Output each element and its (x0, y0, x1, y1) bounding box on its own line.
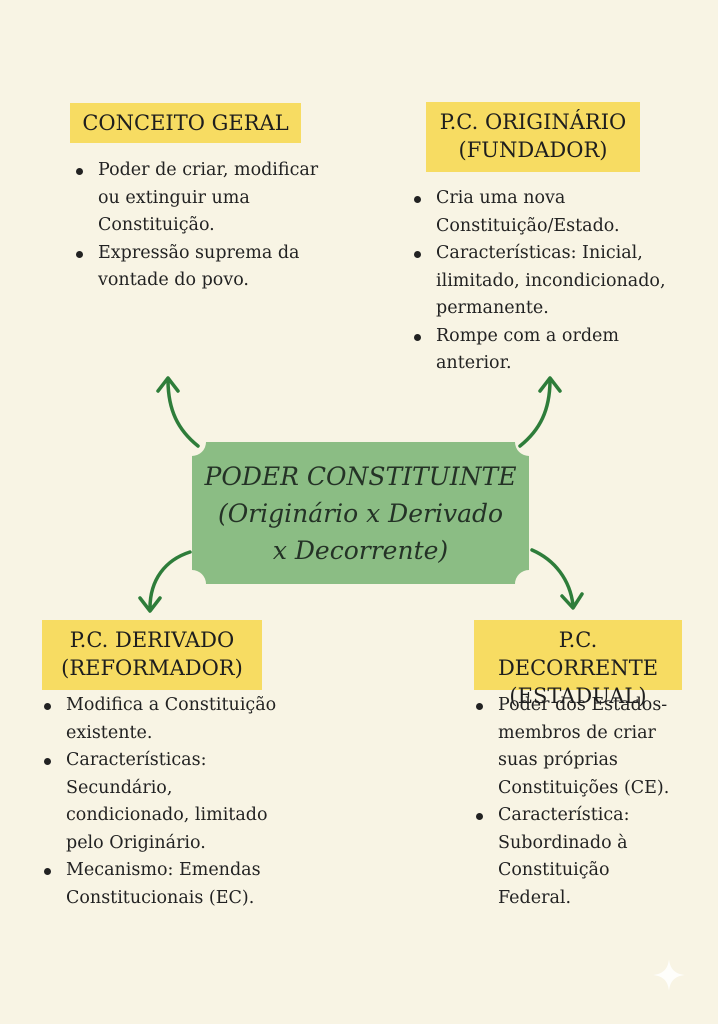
list-item: Características: Inicial, ilimitado, inc… (412, 240, 682, 323)
arrow-head-conceito-geral (156, 376, 180, 393)
decorrente-title-line1: P.C. DECORRENTE (497, 628, 659, 680)
central-concept-shape (192, 442, 529, 584)
list-item: Poder dos Estados-membros de criar suas … (474, 692, 674, 802)
arrow-to-conceito-geral (166, 378, 200, 448)
derivado-title-line2: (REFORMADOR) (61, 656, 243, 680)
central-concept: PODER CONSTITUINTE (Originário x Derivad… (192, 442, 529, 584)
central-line-2: (Originário x Derivado (217, 499, 504, 528)
list-item: Mecanismo: Emendas Constitucionais (EC). (42, 857, 287, 912)
list-item: Rompe com a ordem anterior. (412, 323, 682, 378)
arrow-to-derivado (148, 550, 192, 610)
derivado-list: Modifica a Constituição existente. Carac… (42, 692, 287, 912)
list-item: Expressão suprema da vontade do povo. (74, 240, 324, 295)
originario-title-line2: (FUNDADOR) (458, 138, 608, 162)
decorrente-title-line2: (ESTADUAL) (509, 684, 647, 708)
originario-title: P.C. ORIGINÁRIO (FUNDADOR) (426, 102, 640, 172)
originario-list: Cria uma nova Constituição/Estado. Carac… (412, 185, 682, 378)
list-item: Poder de criar, modificar ou extinguir u… (74, 157, 324, 240)
sparkle-icon (653, 959, 685, 991)
arrow-to-decorrente (530, 548, 575, 607)
arrow-to-originario (518, 378, 552, 448)
central-concept-text: PODER CONSTITUINTE (Originário x Derivad… (192, 458, 529, 569)
conceito-geral-list: Poder de criar, modificar ou extinguir u… (74, 157, 324, 295)
arrow-head-decorrente (560, 592, 584, 610)
list-item: Cria uma nova Constituição/Estado. (412, 185, 682, 240)
decorrente-list: Poder dos Estados-membros de criar suas … (474, 692, 674, 912)
originario-title-line1: P.C. ORIGINÁRIO (439, 110, 627, 134)
conceito-geral-title-text: CONCEITO GERAL (82, 111, 289, 135)
list-item: Características: Secundário, condicionad… (42, 747, 287, 857)
derivado-title-line1: P.C. DERIVADO (69, 628, 235, 652)
central-line-3: x Decorrente) (272, 536, 449, 565)
conceito-geral-title: CONCEITO GERAL (70, 103, 301, 143)
list-item: Modifica a Constituição existente. (42, 692, 287, 747)
arrow-head-originario (538, 376, 562, 393)
arrow-head-derivado (138, 596, 162, 613)
list-item: Característica: Subordinado à Constituiç… (474, 802, 674, 912)
central-line-1: PODER CONSTITUINTE (204, 462, 517, 491)
decorrente-title: P.C. DECORRENTE (ESTADUAL) (474, 620, 682, 708)
derivado-title: P.C. DERIVADO (REFORMADOR) (42, 620, 262, 690)
